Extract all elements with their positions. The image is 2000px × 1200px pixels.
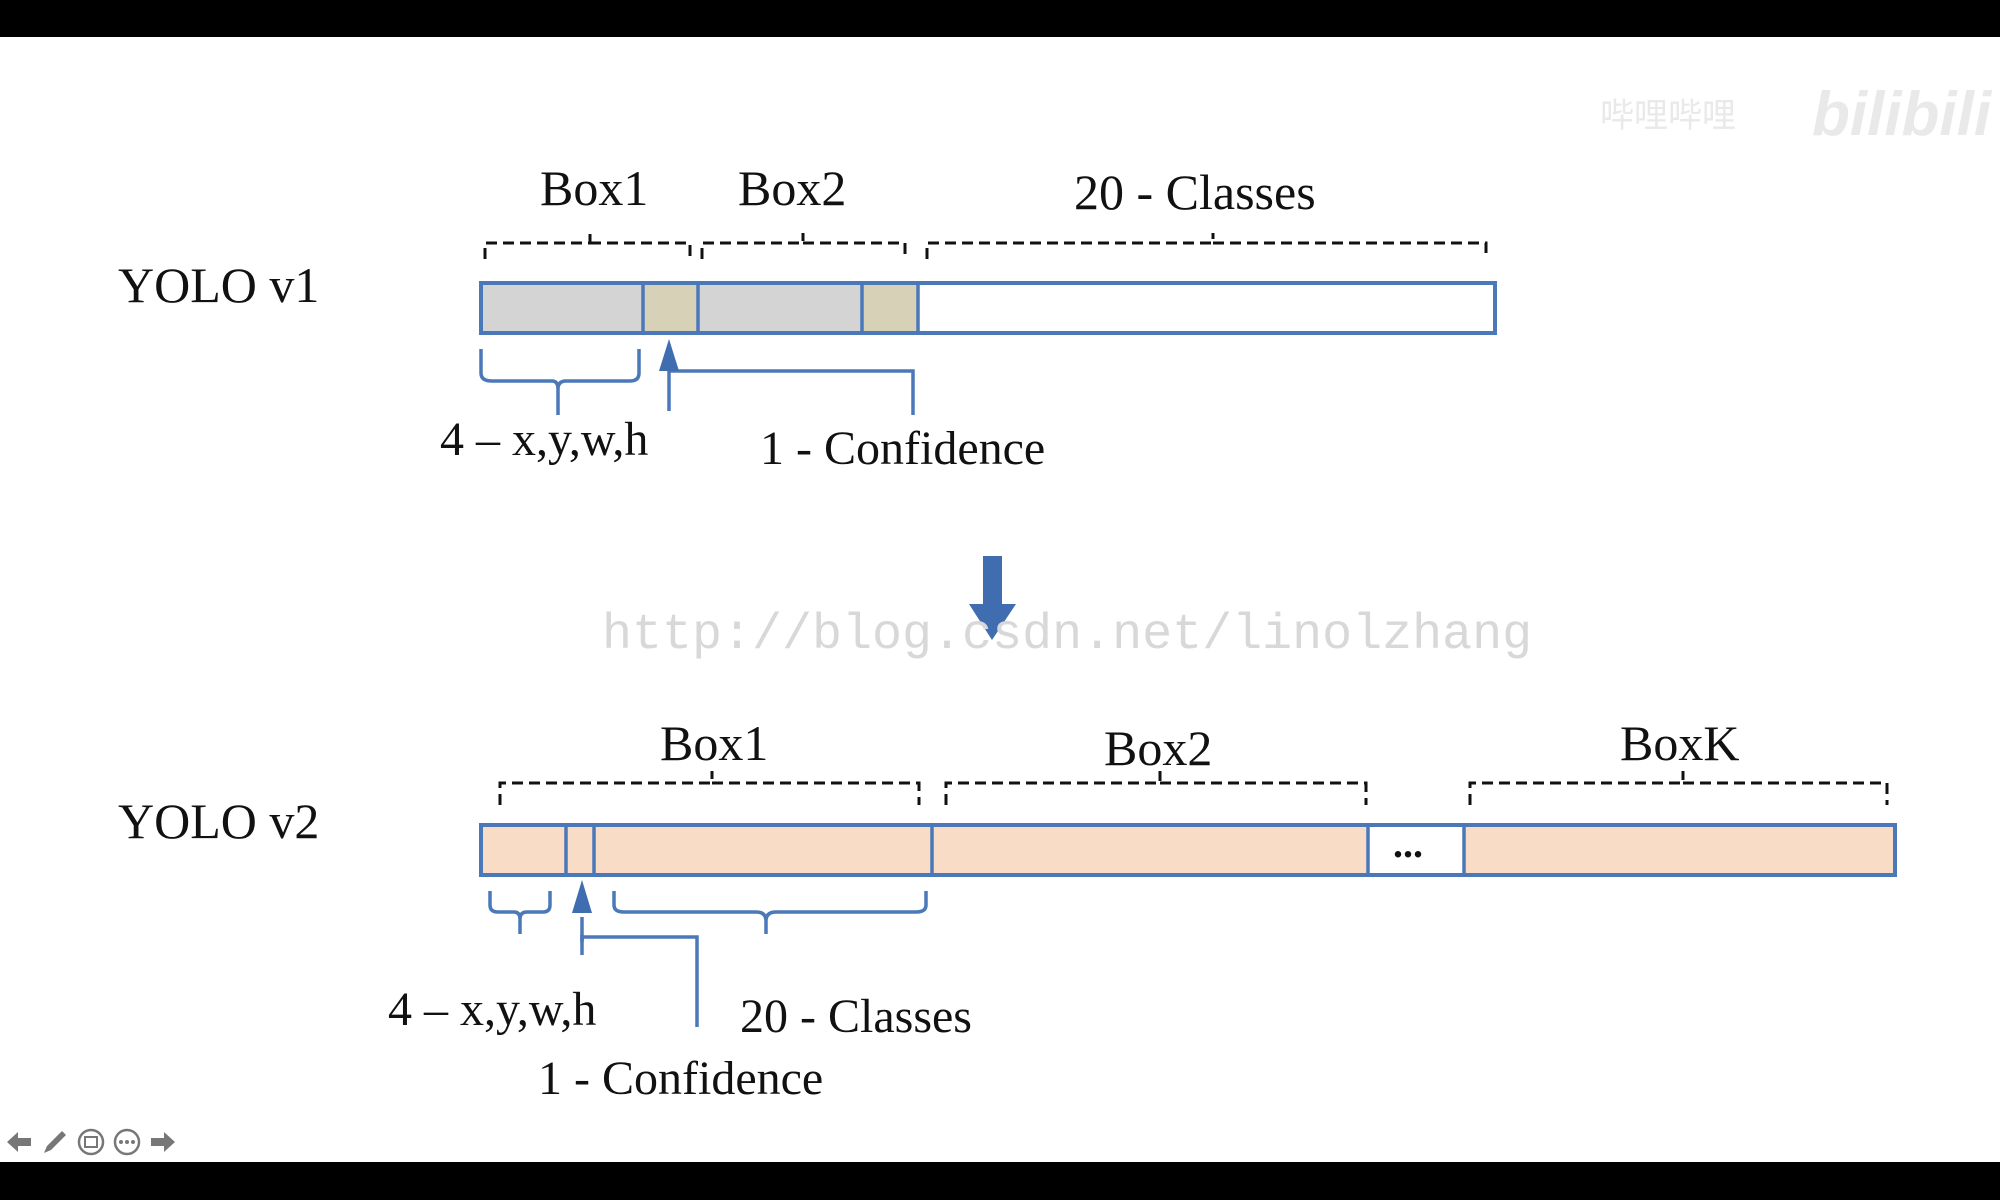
v2-boxk-cell xyxy=(1464,825,1895,875)
yolo-v1-vector-bar xyxy=(479,281,1497,335)
url-watermark: http://blog.csdn.net/linolzhang xyxy=(602,607,1532,664)
v2-confidence-arrowhead xyxy=(572,880,592,913)
v2-box2-label: Box2 xyxy=(1104,720,1212,776)
v2-box1-confidence-cell xyxy=(566,825,594,875)
v1-coords-brace xyxy=(479,349,641,415)
v1-bar-border xyxy=(479,281,1497,335)
v2-classes-label: 20 - Classes xyxy=(740,990,972,1043)
more-icon[interactable] xyxy=(112,1127,142,1157)
slides-icon[interactable] xyxy=(76,1127,106,1157)
arrow-left-icon[interactable] xyxy=(4,1127,34,1157)
v1-box2-coords-cell xyxy=(698,283,862,333)
slide: 哔哩哔哩 bilibili YOLO v1 Box1 Box2 20 - Cla… xyxy=(0,37,2000,1162)
v2-confidence-label: 1 - Confidence xyxy=(538,1052,823,1105)
v2-coords-brace xyxy=(488,891,552,934)
bilibili-watermark: bilibili xyxy=(1812,80,1993,149)
v2-classes-brace xyxy=(612,891,928,934)
v1-confidence-arrowhead xyxy=(659,339,679,371)
v2-box1-brace xyxy=(498,771,921,805)
v1-coords-label: 4 – x,y,w,h xyxy=(440,413,648,466)
v2-boxk-label: BoxK xyxy=(1620,715,1739,771)
v2-box1-coords-cell xyxy=(481,825,566,875)
v2-confidence-connector xyxy=(580,935,699,1027)
v1-confidence-connector xyxy=(667,369,915,415)
v1-confidence-label: 1 - Confidence xyxy=(760,422,1045,475)
arrow-right-icon[interactable] xyxy=(148,1127,178,1157)
v2-ellipsis: ... xyxy=(1393,821,1423,866)
v2-coords-label: 4 – x,y,w,h xyxy=(388,983,596,1036)
v1-classes-cell xyxy=(918,283,1495,333)
pen-icon[interactable] xyxy=(40,1127,70,1157)
v1-box2-confidence-cell xyxy=(862,283,918,333)
v2-box1-classes-cell xyxy=(594,825,932,875)
v1-box1-brace xyxy=(483,233,692,259)
v2-box2-cell xyxy=(932,825,1368,875)
v2-box1-label: Box1 xyxy=(660,715,768,771)
yolo-v1-label: YOLO v1 xyxy=(118,257,319,313)
v1-classes-brace xyxy=(925,233,1488,259)
yolo-v2-label: YOLO v2 xyxy=(118,793,319,849)
brand-prefix-watermark: 哔哩哔哩 xyxy=(1600,97,1736,135)
v2-bar-border xyxy=(479,823,1897,877)
v2-boxk-brace xyxy=(1468,771,1889,805)
v2-box2-brace xyxy=(944,771,1368,805)
v1-box2-label: Box2 xyxy=(738,160,846,216)
v1-classes-label: 20 - Classes xyxy=(1074,164,1316,220)
v1-box2-brace xyxy=(700,233,907,259)
v2-ellipsis-cell xyxy=(1368,825,1464,875)
v1-box1-coords-cell xyxy=(481,283,643,333)
down-arrow-icon xyxy=(969,556,1016,640)
v1-box1-confidence-cell xyxy=(643,283,698,333)
yolo-v2-vector-bar xyxy=(479,823,1897,877)
v1-box1-label: Box1 xyxy=(540,160,648,216)
slideshow-toolbar xyxy=(4,1125,184,1159)
yolo-diagram: 哔哩哔哩 bilibili YOLO v1 Box1 Box2 20 - Cla… xyxy=(118,80,1993,1105)
